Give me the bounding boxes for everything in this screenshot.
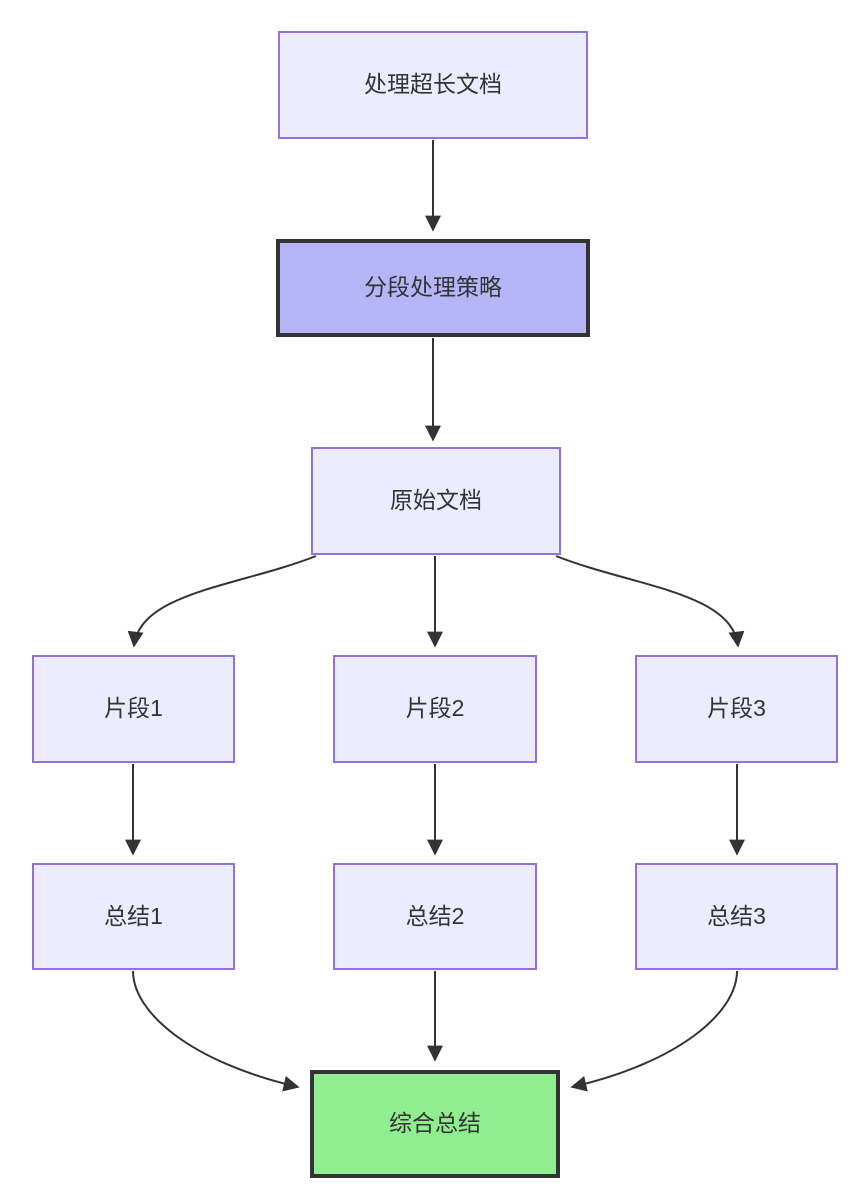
node-original-doc-label: 原始文档 [390,487,482,514]
node-fragment-1-label: 片段1 [104,695,163,722]
node-fragment-2: 片段2 [333,655,537,763]
edge-original-to-frag3 [555,555,745,648]
edge-original-to-frag1 [127,555,317,648]
node-summary-1-label: 总结1 [104,902,163,929]
node-segment-strategy-label: 分段处理策略 [364,274,502,301]
node-summary-2: 总结2 [333,863,537,970]
node-summary-2-label: 总结2 [405,902,465,929]
node-final-summary-label: 综合总结 [389,1110,481,1137]
node-original-doc: 原始文档 [311,447,561,555]
node-summary-3-label: 总结3 [707,902,766,929]
node-fragment-1: 片段1 [32,655,235,763]
node-final-summary: 综合总结 [310,1070,560,1178]
node-fragment-3-label: 片段3 [707,695,766,722]
edge-sum1-to-final [132,970,300,1092]
node-summary-1: 总结1 [32,863,235,970]
node-summary-3: 总结3 [635,863,838,970]
node-process-long-doc-label: 处理超长文档 [364,71,502,98]
edge-sum3-to-final [570,970,738,1092]
node-segment-strategy: 分段处理策略 [276,239,590,337]
node-process-long-doc: 处理超长文档 [278,31,588,139]
node-fragment-2-label: 片段2 [405,695,465,722]
node-fragment-3: 片段3 [635,655,838,763]
